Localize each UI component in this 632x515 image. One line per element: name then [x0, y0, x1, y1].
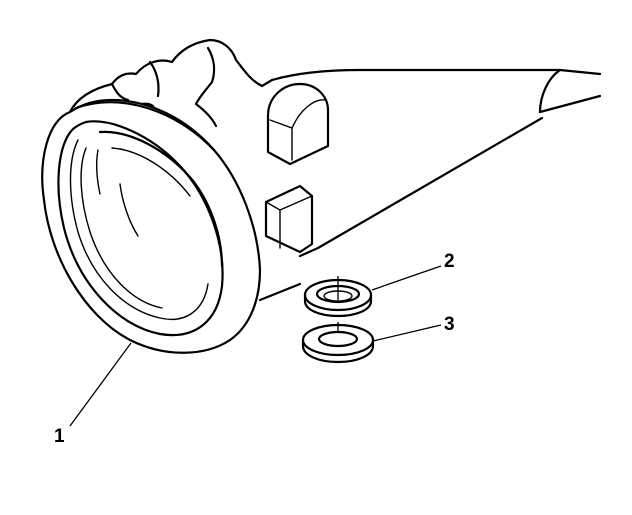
- axle-housing: [68, 38, 602, 302]
- callout-1: 1: [54, 426, 65, 447]
- callout-2: 2: [444, 251, 455, 272]
- leader-line-2: [371, 265, 442, 291]
- flange-ring: [41, 98, 262, 354]
- leader-line-1: [69, 342, 132, 427]
- leader-line-3: [372, 324, 442, 342]
- seal-washer-2: [303, 276, 373, 318]
- callout-3: 3: [444, 314, 455, 335]
- washer-3: [301, 322, 375, 364]
